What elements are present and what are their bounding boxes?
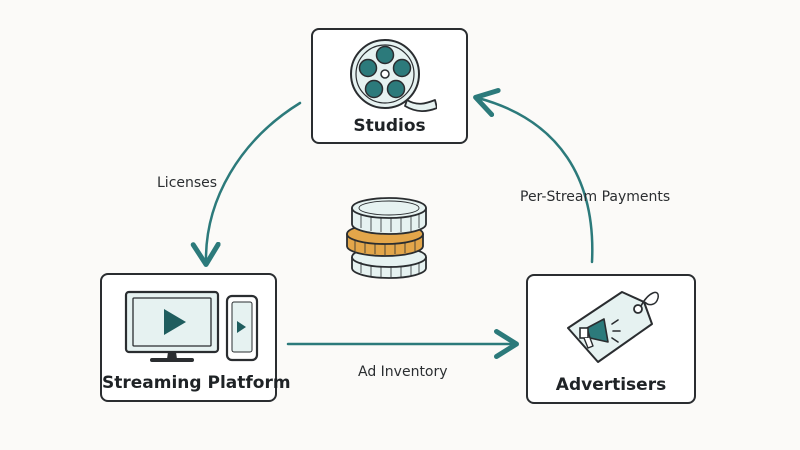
licenses-label: Licenses bbox=[157, 175, 218, 191]
coin-stack-icon bbox=[343, 194, 435, 286]
studios-label: Studios bbox=[353, 116, 426, 136]
ad-inventory-label: Ad Inventory bbox=[358, 364, 448, 380]
payments-label: Per-Stream Payments bbox=[520, 189, 671, 205]
studios-node: Studios bbox=[311, 28, 468, 144]
advertisers-label: Advertisers bbox=[555, 375, 667, 395]
streaming-platform-node: Streaming Platform bbox=[100, 273, 291, 402]
licenses-arrow bbox=[190, 101, 302, 267]
advertisers-node: Advertisers bbox=[526, 274, 696, 404]
payments-arrow bbox=[473, 87, 594, 264]
megaphone-tag-icon bbox=[552, 284, 670, 370]
streaming-platform-label: Streaming Platform bbox=[102, 373, 291, 393]
monitor-play-icon bbox=[124, 289, 260, 365]
film-reel-icon bbox=[347, 36, 437, 114]
